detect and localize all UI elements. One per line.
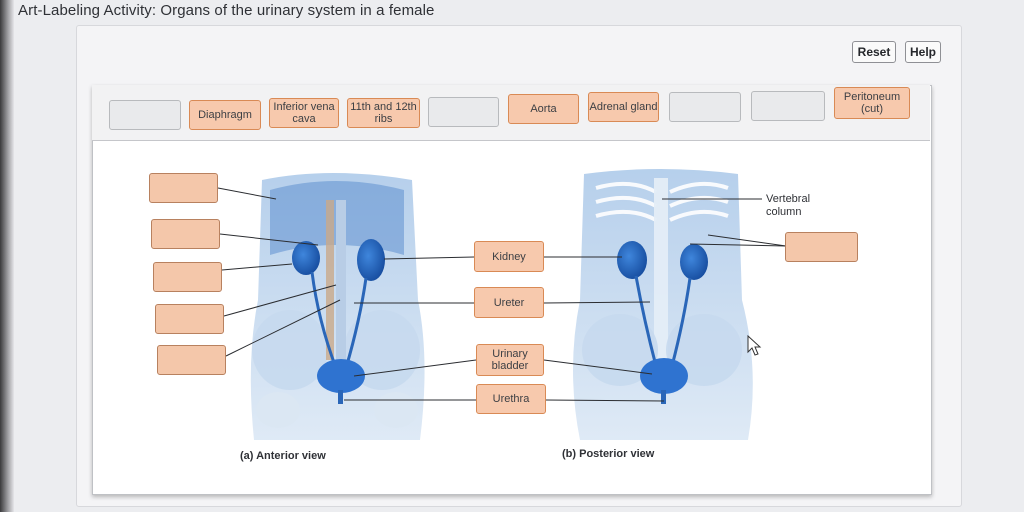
label-chip-inferior-vena-cava[interactable]: Inferior vena cava <box>269 98 339 128</box>
label-chip-adrenal-gland[interactable]: Adrenal gland <box>588 92 659 122</box>
label-chip-peritoneum-cut[interactable]: Peritoneum (cut) <box>834 87 910 119</box>
screen-edge <box>0 0 14 512</box>
page-title: Art-Labeling Activity: Organs of the uri… <box>18 2 435 19</box>
drop-target-2[interactable] <box>151 219 220 249</box>
mouse-cursor-icon <box>747 334 762 356</box>
drop-target-6[interactable] <box>785 232 858 262</box>
label-bank-empty-slot[interactable] <box>669 92 741 122</box>
kidney-posterior-left-icon <box>617 241 647 279</box>
drop-target-3[interactable] <box>153 262 222 292</box>
drop-target-4[interactable] <box>155 304 224 334</box>
posterior-view-figure <box>573 169 753 440</box>
label-bank-empty-slot[interactable] <box>428 97 499 127</box>
kidney-right-icon <box>357 239 385 281</box>
leader-lines <box>217 187 787 402</box>
anterior-view-caption: (a) Anterior view <box>240 450 326 462</box>
label-chip-aorta[interactable]: Aorta <box>508 94 579 124</box>
help-button[interactable]: Help <box>905 41 941 63</box>
reset-button[interactable]: Reset <box>852 41 896 63</box>
drop-target-1[interactable] <box>149 173 218 203</box>
vertebral-column-label: Vertebral column <box>766 193 811 218</box>
drop-target-5[interactable] <box>157 345 226 375</box>
placed-label-kidney[interactable]: Kidney <box>474 241 544 272</box>
kidney-left-icon <box>292 241 320 275</box>
posterior-view-caption: (b) Posterior view <box>562 448 655 460</box>
label-chip-11th-12th-ribs[interactable]: 11th and 12th ribs <box>347 98 420 128</box>
label-chip-diaphragm[interactable]: Diaphragm <box>189 100 261 130</box>
label-bank-empty-slot[interactable] <box>751 91 825 121</box>
anterior-view-figure <box>250 173 425 440</box>
kidney-posterior-right-icon <box>680 244 708 280</box>
placed-label-urinary-bladder[interactable]: Urinary bladder <box>476 344 544 376</box>
placed-label-ureter[interactable]: Ureter <box>474 287 544 318</box>
placed-label-urethra[interactable]: Urethra <box>476 384 546 414</box>
label-bank-empty-slot[interactable] <box>109 100 181 130</box>
